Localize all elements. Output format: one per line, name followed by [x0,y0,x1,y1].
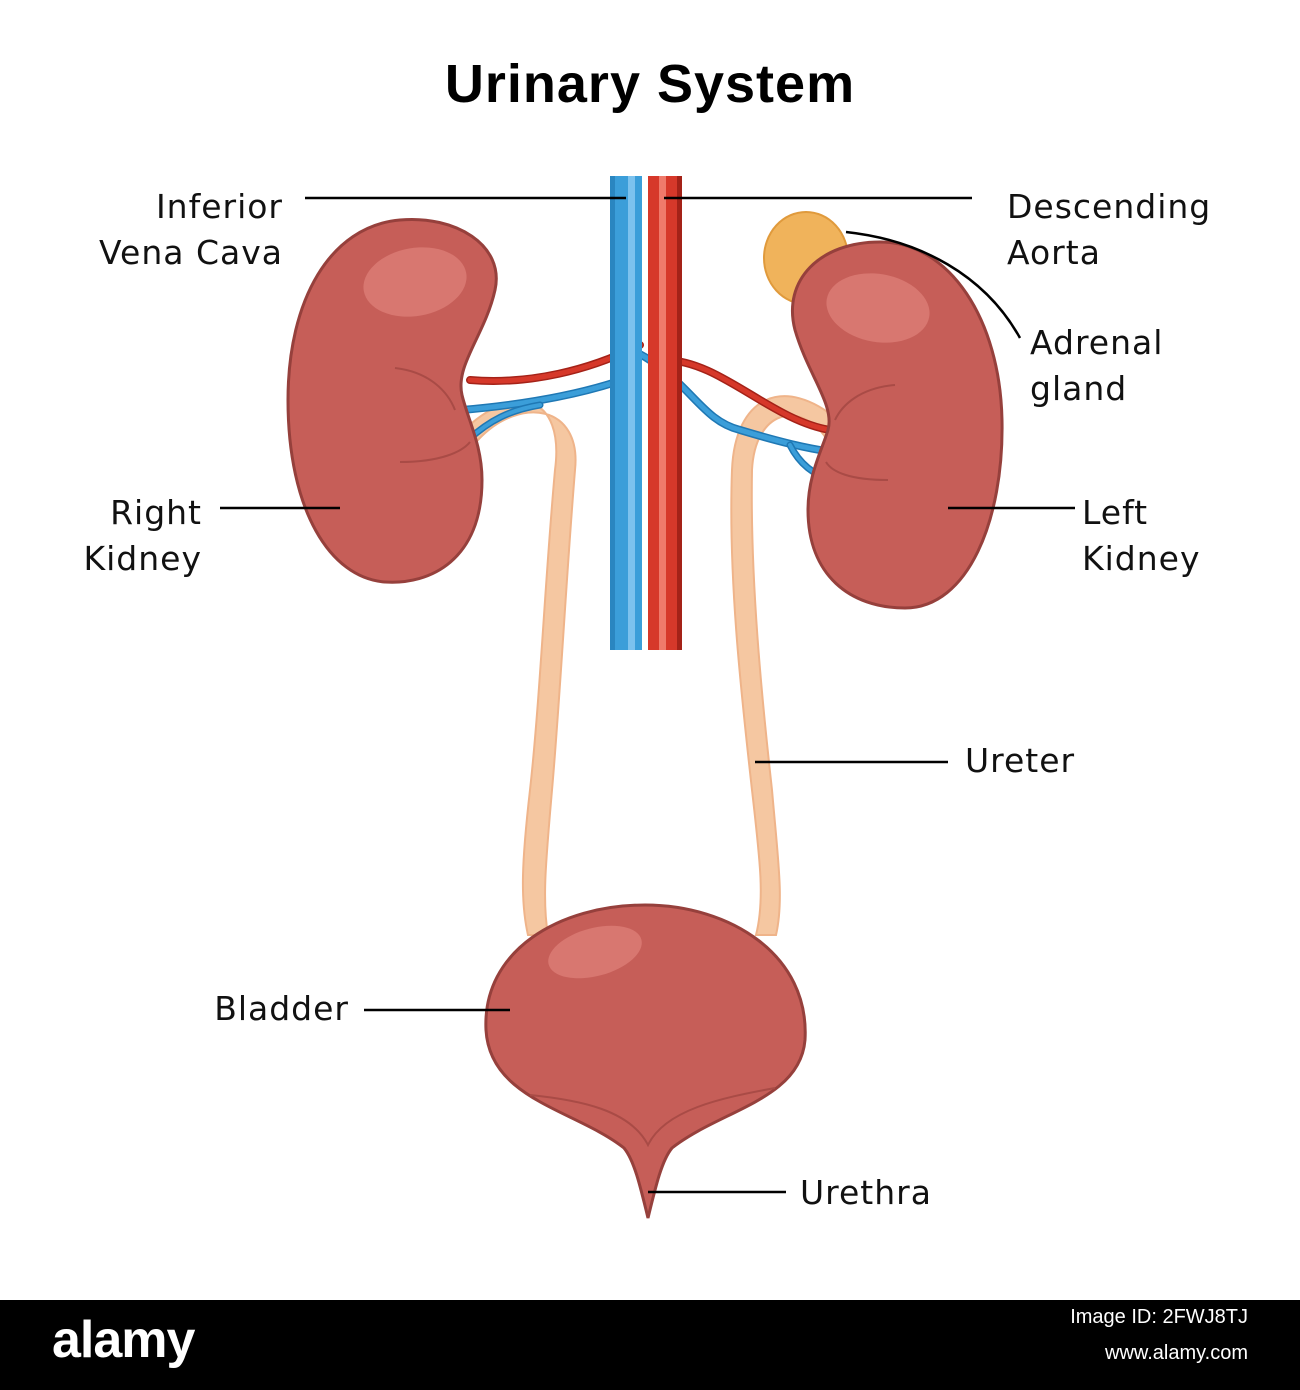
label-urethra: Urethra [800,1173,932,1212]
right-kidney [286,217,498,584]
bladder [484,903,807,1219]
label-inferior-vena-cava-line1: Inferior [156,187,283,226]
image-id-text: Image ID: 2FWJ8TJ [1070,1306,1248,1328]
alamy-logo: alamy [52,1311,195,1369]
left-ureter [730,395,840,936]
label-descending-aorta-line2: Aorta [1007,233,1101,272]
renal-vessels [458,341,836,482]
label-inferior-vena-cava-line2: Vena Cava [99,233,283,272]
labels: Inferior Vena Cava Descending Aorta Adre… [83,187,1211,1212]
urinary-system-diagram: Urinary System [83,54,1211,1219]
watermark-bar: alamy Image ID: 2FWJ8TJ www.alamy.com [0,1300,1300,1390]
great-vessels [610,176,682,650]
left-kidney [791,240,1004,610]
label-left-kidney-line1: Left [1082,493,1148,532]
label-adrenal-gland-line1: Adrenal [1030,323,1163,362]
leader-adrenal-gland [845,230,1022,339]
label-right-kidney-line1: Right [110,493,202,532]
diagram-title: Urinary System [445,54,855,114]
inferior-vena-cava-vessel [610,176,642,650]
label-adrenal-gland-line2: gland [1030,369,1127,408]
label-right-kidney-line2: Kidney [83,539,202,578]
label-bladder: Bladder [214,989,349,1028]
label-descending-aorta-line1: Descending [1007,187,1211,226]
leader-lines [220,196,1075,1194]
watermark-url: www.alamy.com [1105,1342,1248,1364]
label-ureter: Ureter [965,741,1075,780]
label-left-kidney-line2: Kidney [1082,539,1201,578]
